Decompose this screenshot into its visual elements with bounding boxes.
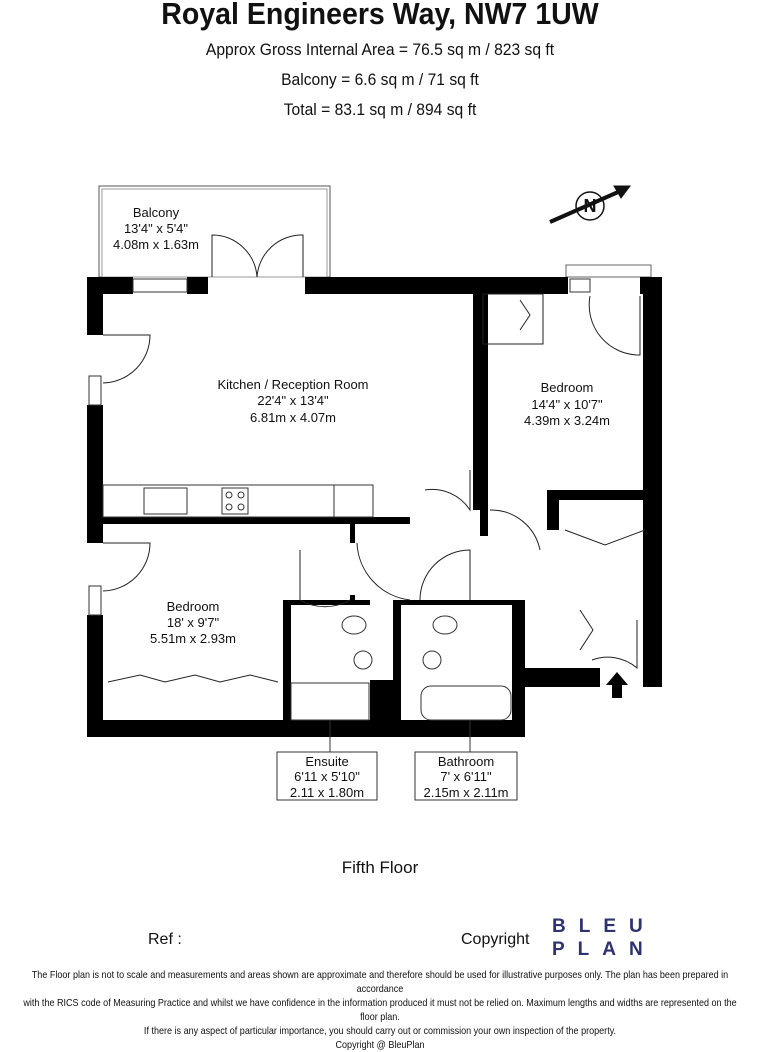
balcony-area: Balcony = 6.6 sq m / 71 sq ft [281, 70, 479, 89]
kitchen-worktop [102, 484, 374, 518]
total-area: Total = 83.1 sq m / 894 sq ft [283, 100, 477, 119]
room-imperial: 22'4" x 13'4" [257, 393, 329, 408]
disclaimer-line: with the RICS code of Measuring Practice… [23, 997, 737, 1023]
room-imperial: 18' x 9'7" [167, 615, 220, 630]
floor-plan: N [87, 185, 662, 801]
room-name: Balcony [133, 205, 180, 220]
entrance-arrow-icon [606, 672, 628, 698]
logo-line-1: BLEU [552, 916, 656, 937]
room-imperial: 6'11 x 5'10" [294, 769, 360, 784]
room-name: Bedroom [167, 599, 220, 614]
room-imperial: 13'4" x 5'4" [124, 221, 188, 236]
room-metric: 4.39m x 3.24m [524, 413, 610, 428]
disclaimer-line: If there is any aspect of particular imp… [143, 1025, 617, 1037]
room-metric: 5.51m x 2.93m [150, 631, 236, 646]
disclaimer: The Floor plan is not to scale and measu… [19, 968, 741, 1052]
toilet-icon [432, 615, 458, 635]
hob-icon [221, 487, 249, 515]
room-bedroom-2: Bedroom 18' x 9'7" 5.51m x 2.93m [150, 599, 236, 646]
compass-label: N [584, 196, 597, 216]
room-kitchen-reception: Kitchen / Reception Room 22'4" x 13'4" 6… [217, 377, 368, 425]
room-name: Kitchen / Reception Room [217, 377, 368, 392]
room-name: Bedroom [541, 380, 594, 395]
basin-icon [353, 650, 373, 670]
room-name: Ensuite [305, 754, 348, 769]
windows [88, 278, 591, 616]
room-bathroom: Bathroom 7' x 6'11" 2.15m x 2.11m [423, 754, 508, 800]
bleuplan-logo: BLEU PLAN [552, 915, 656, 961]
room-imperial: 14'4" x 10'7" [531, 397, 603, 412]
logo-line-2: PLAN [552, 939, 656, 960]
toilet-icon [341, 615, 367, 635]
basin-icon [422, 650, 442, 670]
floor-label: Fifth Floor [341, 858, 419, 877]
room-metric: 2.11 x 1.80m [290, 785, 364, 800]
room-ensuite: Ensuite 6'11 x 5'10" 2.11 x 1.80m [290, 754, 364, 800]
gross-area: Approx Gross Internal Area = 76.5 sq m /… [205, 40, 555, 59]
balcony-outline [98, 185, 331, 278]
room-name: Bathroom [438, 754, 494, 769]
bath-icon [420, 685, 512, 721]
doors [102, 234, 641, 670]
disclaimer-line: The Floor plan is not to scale and measu… [31, 969, 729, 995]
copyright-label: Copyright [461, 931, 530, 948]
bay-outline [565, 264, 652, 278]
shower-icon [290, 682, 370, 721]
sanitaryware [290, 615, 512, 752]
room-metric: 6.81m x 4.07m [250, 410, 336, 425]
room-bedroom-1: Bedroom 14'4" x 10'7" 4.39m x 3.24m [524, 380, 610, 428]
room-metric: 4.08m x 1.63m [113, 237, 199, 252]
north-arrow-icon: N [549, 185, 631, 224]
ref-label: Ref : [148, 931, 182, 948]
walls [87, 277, 662, 737]
room-imperial: 7' x 6'11" [440, 769, 492, 784]
page-title: Royal Engineers Way, NW7 1UW [161, 0, 599, 31]
wardrobes [107, 293, 646, 683]
sink-icon [143, 487, 188, 515]
room-balcony: Balcony 13'4" x 5'4" 4.08m x 1.63m [113, 205, 199, 252]
room-metric: 2.15m x 2.11m [423, 785, 508, 800]
disclaimer-line: Copyright @ BleuPlan [335, 1039, 425, 1051]
